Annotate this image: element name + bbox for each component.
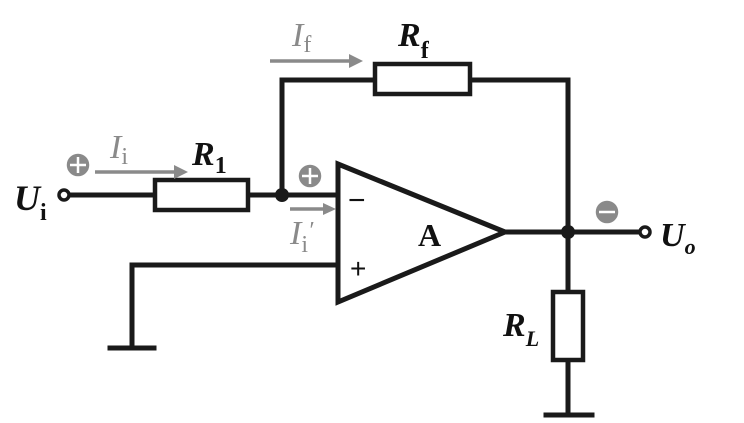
output-voltage-label: Uo	[660, 217, 696, 259]
feedback-right-wire	[467, 77, 571, 235]
inverting-input-current-arrow	[290, 203, 336, 215]
input-positive-sign-icon	[66, 153, 90, 177]
noninverting-pin-label: +	[350, 253, 366, 284]
feedback-current-label: If	[291, 17, 311, 58]
feedback-current-arrow	[270, 54, 363, 68]
inverting-node-dot	[275, 188, 289, 202]
r1-label: R1	[191, 136, 227, 179]
output-negative-sign-icon	[595, 200, 619, 224]
feedback-left-wire	[279, 77, 378, 198]
rl-label: RL	[502, 307, 539, 351]
input-voltage-label: Ui	[14, 178, 47, 226]
opamp-triangle	[335, 160, 512, 306]
rf-label: Rf	[397, 17, 430, 64]
inverting-input-current-label: Ii′	[289, 215, 314, 258]
rf-resistor	[372, 61, 473, 97]
node-positive-sign-icon	[298, 164, 322, 188]
input-current-label: Ii	[109, 129, 128, 170]
output-node-dot	[561, 225, 575, 239]
rl-resistor	[550, 289, 586, 363]
amplifier-label: A	[418, 217, 441, 253]
output-terminal	[638, 225, 652, 239]
inverting-pin-label: −	[348, 184, 366, 217]
input-terminal	[57, 188, 71, 202]
r1-resistor	[152, 177, 251, 213]
noninverting-wire	[129, 262, 343, 351]
input-current-arrow	[95, 165, 188, 179]
